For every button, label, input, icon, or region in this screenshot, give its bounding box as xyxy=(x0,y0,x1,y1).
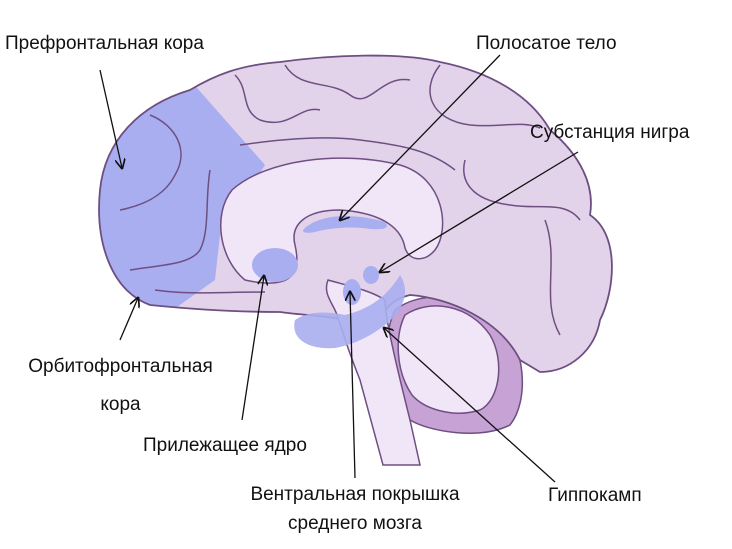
label-orbitofrontal-cortex: Орбитофронтальная кора xyxy=(8,355,233,417)
label-vta: Вентральная покрышка среднего мозга xyxy=(225,483,485,536)
label-striatum: Полосатое тело xyxy=(476,33,617,54)
label-line: Орбитофронтальная xyxy=(28,356,213,377)
cerebellum-inner xyxy=(397,305,500,414)
label-arrows xyxy=(99,54,579,483)
label-prefrontal-cortex: Префронтальная кора xyxy=(5,33,204,54)
striatum xyxy=(303,216,387,233)
ventral-tegmental-area xyxy=(343,279,361,305)
label-substantia-nigra: Субстанция нигра xyxy=(530,122,690,143)
label-line: среднего мозга xyxy=(288,513,422,534)
hippocampus-band xyxy=(294,275,405,349)
prefrontal-region xyxy=(99,55,265,330)
gyri-lines xyxy=(119,64,581,336)
label-nucleus-accumbens: Прилежащее ядро xyxy=(143,435,307,456)
label-line: кора xyxy=(100,394,141,415)
label-hippocampus: Гиппокамп xyxy=(548,485,642,506)
label-line: Вентральная покрышка xyxy=(250,484,460,505)
substantia-nigra xyxy=(363,266,379,284)
nucleus-accumbens xyxy=(252,248,298,282)
